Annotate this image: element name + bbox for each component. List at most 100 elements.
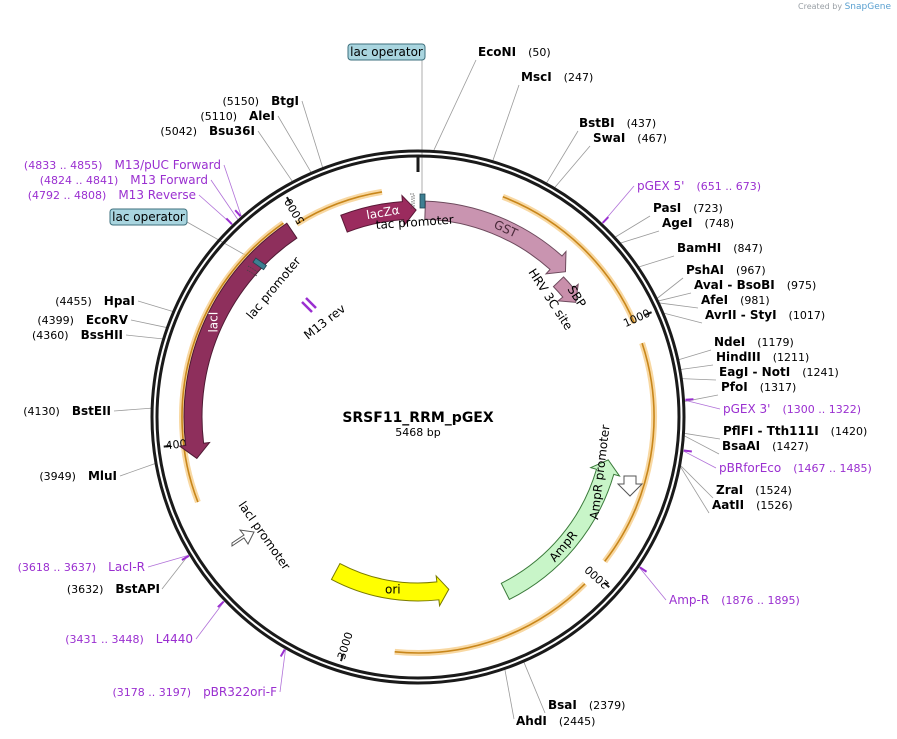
ampr-feature[interactable]	[500, 459, 621, 601]
lac-operator-label: lac operator	[350, 45, 423, 59]
laci-feature[interactable]	[178, 222, 298, 460]
m13-reverse-mark[interactable]	[225, 217, 233, 225]
tick-label: 3000	[335, 630, 356, 661]
lac-operator-box-left[interactable]: lac operator	[109, 208, 188, 226]
enzyme-label[interactable]: AhdI(2445)	[516, 714, 595, 728]
pgex5-mark[interactable]	[602, 216, 610, 224]
sbp-feature[interactable]	[552, 276, 579, 303]
enzyme-label[interactable]: AvaI - BsoBI(975)	[694, 278, 816, 292]
enzyme-label[interactable]: EagI - NotI(1241)	[719, 365, 839, 379]
enzyme-label[interactable]: (3949)MluI	[39, 469, 117, 483]
enzyme-label[interactable]: (4360)BssHII	[32, 328, 123, 342]
ampr-primer-mark[interactable]	[639, 566, 648, 573]
pgex3-mark[interactable]	[685, 398, 694, 401]
leader-line	[119, 462, 157, 477]
leader-line	[619, 230, 660, 244]
snapgene-logo: SnapGene	[844, 2, 891, 12]
primer-label[interactable]: (3431 .. 3448)L4440	[65, 632, 193, 646]
enzyme-label[interactable]: HindIII(1211)	[716, 350, 809, 364]
enzyme-label[interactable]: (4130)BstEII	[23, 404, 111, 418]
primer-label[interactable]: pGEX 3'(1300 .. 1322)	[723, 402, 861, 416]
tick-mark	[163, 444, 171, 448]
leader-line	[637, 565, 667, 601]
leader-line	[637, 255, 675, 268]
enzyme-label[interactable]: (3632)BstAPI	[67, 582, 160, 596]
ori-feature[interactable]	[330, 562, 450, 608]
primer-label[interactable]: pGEX 5'(651 .. 673)	[637, 179, 761, 193]
enzyme-label[interactable]: PfoI(1317)	[721, 380, 796, 394]
orf-arc-line	[296, 191, 383, 225]
primer-label[interactable]: (3178 .. 3197)pBR322ori-F	[113, 685, 278, 699]
lac-promoter-icon[interactable]	[246, 265, 259, 277]
enzyme-label[interactable]: (5042)Bsu36I	[160, 124, 255, 138]
primer-label[interactable]: (4792 .. 4808)M13 Reverse	[28, 188, 196, 202]
enzyme-labels: EcoNI(50) MscI(247) BstBI(437) SwaI(467)…	[23, 45, 867, 728]
enzyme-label[interactable]: BsaI(2379)	[548, 698, 625, 712]
laci-promoter-arrow[interactable]	[231, 529, 255, 547]
l4440-mark[interactable]	[217, 600, 225, 608]
enzyme-label[interactable]: BsaAI(1427)	[722, 439, 809, 453]
m13-forward-mark[interactable]	[234, 209, 242, 217]
primer-label[interactable]: pBRforEco(1467 .. 1485)	[719, 461, 872, 475]
leader-line	[683, 399, 721, 410]
pbrforeco-mark[interactable]	[683, 449, 692, 453]
orf-arc-line	[502, 196, 636, 324]
leader-line	[679, 465, 710, 514]
ampr-promoter-arrow[interactable]	[616, 475, 644, 497]
primer-label[interactable]: (4833 .. 4855)M13/pUC Forward	[24, 158, 221, 172]
leader-line	[130, 319, 168, 329]
enzyme-label[interactable]: MscI(247)	[521, 70, 593, 84]
enzyme-label[interactable]: AatII(1526)	[712, 498, 793, 512]
tick-mark	[340, 654, 345, 662]
enzyme-label[interactable]: BamHI(847)	[677, 241, 763, 255]
enzyme-label[interactable]: (5150)BtgI	[222, 94, 299, 108]
m13-rev-mark[interactable]	[301, 297, 317, 313]
leader-line	[681, 449, 717, 469]
orf-arc	[602, 342, 657, 564]
leader-line	[137, 300, 174, 313]
enzyme-label[interactable]: PasI(723)	[653, 201, 723, 215]
enzyme-label[interactable]: EcoNI(50)	[478, 45, 551, 59]
primer-label[interactable]: (3618 .. 3637)LacI-R	[18, 560, 145, 574]
leader-line	[432, 59, 477, 152]
enzyme-label[interactable]: NdeI(1179)	[714, 335, 794, 349]
tac-promoter-icon[interactable]	[410, 193, 415, 209]
enzyme-label[interactable]: (5110)AleI	[200, 109, 275, 123]
laci-r-mark[interactable]	[181, 555, 190, 561]
lac-operator-block[interactable]	[252, 257, 268, 271]
leader-line	[553, 145, 591, 189]
gst-feature[interactable]	[424, 200, 567, 275]
lac-operator-block[interactable]	[419, 193, 426, 209]
pbr322ori-mark[interactable]	[279, 649, 286, 657]
leader-line	[683, 432, 721, 440]
snapgene-credit: Created by SnapGene	[798, 2, 891, 12]
lacza-feature[interactable]	[340, 194, 417, 233]
tick-mark	[644, 311, 652, 316]
orf-arc-line	[604, 342, 655, 562]
primer-label[interactable]: (4824 .. 4841)M13 Forward	[40, 173, 208, 187]
primer-label[interactable]: Amp-R(1876 .. 1895)	[669, 593, 800, 607]
laci-label: lacI	[207, 312, 221, 333]
enzyme-label[interactable]: SwaI(467)	[593, 131, 667, 145]
enzyme-label[interactable]: AvrII - StyI(1017)	[705, 308, 825, 322]
enzyme-label[interactable]: BstBI(437)	[579, 116, 656, 130]
lac-operator-box-top[interactable]: lac operator	[347, 43, 426, 61]
enzyme-label[interactable]: (4399)EcoRV	[37, 313, 128, 327]
enzyme-label[interactable]: AfeI(981)	[701, 293, 770, 307]
enzyme-label[interactable]: PshAI(967)	[686, 263, 766, 277]
leader-line	[683, 434, 720, 455]
leader-line	[223, 164, 243, 218]
tac-promoter-label: tac promoter	[375, 213, 454, 232]
ori-label: ori	[385, 583, 401, 597]
leader-line	[147, 554, 191, 568]
leader-line	[683, 394, 719, 403]
enzyme-label[interactable]: AgeI(748)	[662, 216, 734, 230]
enzyme-label[interactable]: (4455)HpaI	[55, 294, 135, 308]
leader-line	[113, 407, 153, 412]
lacza-label: lacZα	[365, 203, 400, 222]
leader-line	[523, 661, 546, 714]
enzyme-label[interactable]: PflFI - Tth111I(1420)	[723, 424, 867, 438]
leader-line	[257, 130, 294, 183]
enzyme-label[interactable]: ZraI(1524)	[716, 483, 792, 497]
